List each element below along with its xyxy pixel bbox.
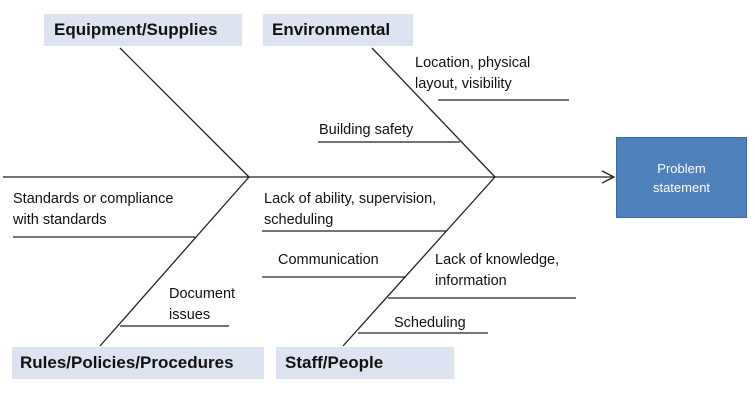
problem-statement-box: Problem statement [616,137,747,218]
cause-document-issues: Document issues [169,286,236,323]
category-environmental: Environmental [263,14,413,46]
category-rules-policies-procedures: Rules/Policies/Procedures [12,347,264,379]
cause-lack-of-knowledge: Lack of knowledge, information [435,252,560,289]
spine-arrowhead [601,170,616,184]
bone-environmental [371,47,496,178]
category-staff-people: Staff/People [276,347,454,379]
category-equipment-supplies: Equipment/Supplies [44,14,242,46]
bone-staff [342,176,496,347]
cause-location-layout-visibility: Location, physical layout, visibility [415,55,531,92]
cause-standards-compliance: Standards or compliance with standards [13,191,174,228]
bone-rules [99,176,250,347]
bone-equipment [119,47,250,178]
cause-building-safety: Building safety [319,122,414,138]
cause-communication: Communication [278,252,379,268]
cause-lack-of-ability: Lack of ability, supervision, scheduling [264,191,437,228]
cause-scheduling: Scheduling [394,315,466,331]
